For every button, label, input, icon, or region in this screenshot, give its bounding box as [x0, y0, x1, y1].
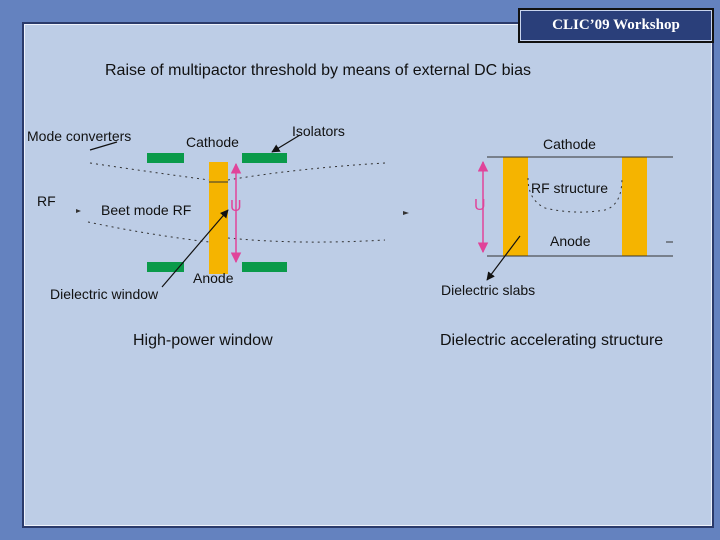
content-panel — [22, 22, 714, 528]
dielectric-slab-left — [503, 157, 528, 256]
waveguide-wall-upper-left — [89, 162, 210, 181]
header-text: CLIC’09 Workshop — [552, 17, 680, 33]
label-cathode-right: Cathode — [543, 136, 596, 152]
dielectric-accelerating-structure-diagram — [477, 156, 673, 281]
dielectric-slab-right — [622, 157, 647, 256]
rf-port-marker-right — [403, 211, 409, 215]
leader-dielectric-window — [161, 209, 229, 288]
label-u-right: U — [474, 197, 486, 214]
label-isolators: Isolators — [292, 123, 345, 139]
slide-title: Raise of multipactor threshold by means … — [105, 62, 531, 79]
caption-dielectric-accelerating-structure: Dielectric accelerating structure — [440, 332, 664, 349]
leader-mode-converters — [89, 141, 118, 151]
label-beet-mode-rf: Beet mode RF — [101, 202, 192, 218]
dielectric-window-slab — [209, 162, 228, 274]
anode-electrode-right — [242, 262, 287, 272]
cathode-electrode-left — [147, 153, 184, 163]
header-badge: CLIC’09 Workshop — [518, 8, 714, 43]
waveguide-wall-lower-left — [87, 221, 210, 243]
label-dielectric-window: Dielectric window — [50, 286, 159, 302]
label-rf-structure: RF structure — [531, 180, 609, 196]
cathode-electrode-right — [242, 153, 287, 163]
label-u-left: U — [230, 198, 242, 215]
leader-dielectric-slabs — [486, 235, 521, 281]
label-mode-converters: Mode converters — [27, 128, 132, 144]
label-cathode-left: Cathode — [186, 134, 239, 150]
leader-isolators — [271, 134, 301, 153]
waveguide-wall-lower-right — [227, 237, 386, 243]
rf-field-curve — [527, 177, 623, 213]
label-anode-left: Anode — [193, 270, 234, 286]
label-rf: RF — [37, 193, 56, 209]
waveguide-wall-upper-right — [227, 162, 386, 181]
label-anode-right: Anode — [550, 233, 591, 249]
anode-electrode-left — [147, 262, 184, 272]
high-power-window-diagram — [76, 134, 409, 288]
caption-high-power-window: High-power window — [133, 332, 273, 349]
rf-port-marker-left — [76, 209, 81, 213]
label-dielectric-slabs: Dielectric slabs — [441, 282, 536, 298]
